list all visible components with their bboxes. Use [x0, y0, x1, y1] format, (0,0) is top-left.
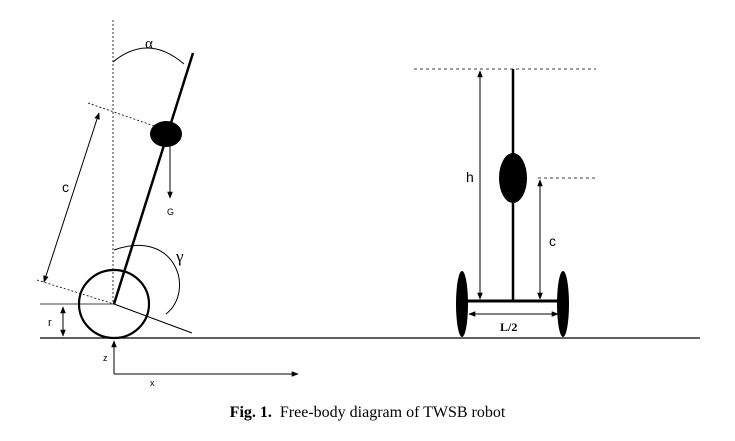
figure-caption: Fig. 1. Free-body diagram of TWSB robot — [0, 404, 735, 422]
x-label: x — [150, 378, 155, 388]
gamma-label: γ — [175, 247, 184, 266]
left-wheel — [456, 271, 468, 337]
slope-line — [113, 303, 193, 334]
figure-number: Fig. 1. — [229, 404, 272, 421]
alpha-arc — [112, 47, 185, 65]
gamma-arc — [113, 244, 181, 315]
r-label: r — [48, 317, 52, 329]
z-label: z — [103, 353, 108, 363]
l-label: L/2 — [500, 320, 517, 334]
front-view: h c L/2 — [414, 68, 596, 337]
right-wheel — [557, 271, 569, 337]
caption-text: Free-body diagram of TWSB robot — [279, 404, 506, 421]
c-bottom-extension — [36, 279, 115, 305]
c-label-right: c — [549, 233, 556, 249]
front-center-of-mass — [499, 153, 527, 203]
gravity-label: G — [167, 207, 174, 217]
c-top-extension — [87, 102, 161, 129]
side-view: G α γ c r z x — [36, 20, 299, 388]
c-label-left: c — [62, 179, 69, 195]
h-label: h — [466, 169, 474, 185]
center-of-mass — [150, 121, 182, 147]
body-rod — [112, 52, 195, 305]
alpha-label: α — [145, 36, 153, 52]
c-dimension-arrow — [43, 112, 100, 283]
